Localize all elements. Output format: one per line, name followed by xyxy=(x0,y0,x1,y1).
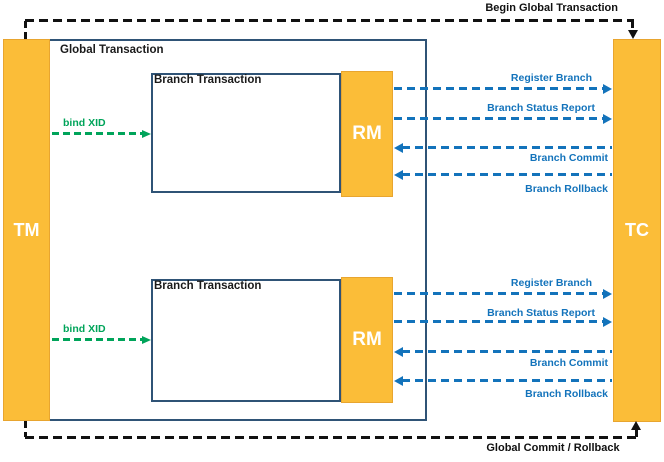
bind-xid-arrow-1 xyxy=(52,132,143,135)
commit-flow-line-up xyxy=(635,430,638,437)
arrowhead-right-icon xyxy=(142,336,151,344)
branch-commit-label-1: Branch Commit xyxy=(529,152,608,164)
arrowhead-right-icon xyxy=(142,130,151,138)
branch-transaction-label-2: Branch Transaction xyxy=(154,280,262,292)
bind-xid-arrow-2 xyxy=(52,338,143,341)
arrowhead-left-icon xyxy=(394,170,403,180)
branch-transaction-box-2 xyxy=(151,279,341,402)
begin-flow-line-down xyxy=(631,21,634,31)
begin-flow-line xyxy=(25,19,634,22)
branch-commit-label-2: Branch Commit xyxy=(529,357,608,369)
bind-xid-label-1: bind XID xyxy=(63,117,106,129)
rm-label-2: RM xyxy=(352,329,382,350)
arrowhead-right-icon xyxy=(603,317,612,327)
branch-status-report-label-1: Branch Status Report xyxy=(487,102,595,114)
branch-transaction-label-1: Branch Transaction xyxy=(154,74,262,86)
branch-rollback-arrow-1 xyxy=(402,173,612,176)
rm-block-1: RM xyxy=(341,71,393,197)
branch-transaction-box-1 xyxy=(151,73,341,193)
arrowhead-right-icon xyxy=(603,289,612,299)
tm-bar: TM xyxy=(3,39,50,421)
branch-rollback-label-2: Branch Rollback xyxy=(525,388,608,400)
register-branch-arrow-1 xyxy=(394,87,604,90)
bind-xid-label-2: bind XID xyxy=(63,323,106,335)
arrowhead-right-icon xyxy=(603,114,612,124)
branch-commit-arrow-2 xyxy=(402,350,612,353)
branch-status-report-arrow-1 xyxy=(394,117,604,120)
rm-label-1: RM xyxy=(352,123,382,144)
register-branch-label-1: Register Branch xyxy=(510,72,592,84)
commit-flow-line-down xyxy=(24,421,27,437)
branch-rollback-arrow-2 xyxy=(402,379,612,382)
global-commit-rollback-label: Global Commit / Rollback xyxy=(486,442,620,454)
branch-rollback-label-1: Branch Rollback xyxy=(525,183,608,195)
arrowhead-up-icon xyxy=(631,421,641,430)
global-transaction-label: Global Transaction xyxy=(60,44,164,56)
tc-label: TC xyxy=(625,220,649,240)
register-branch-label-2: Register Branch xyxy=(510,277,592,289)
arrowhead-left-icon xyxy=(394,347,403,357)
arrowhead-left-icon xyxy=(394,376,403,386)
commit-flow-line xyxy=(25,436,638,439)
branch-status-report-arrow-2 xyxy=(394,320,604,323)
tc-bar: TC xyxy=(613,39,661,422)
begin-flow-line-up xyxy=(24,21,27,39)
branch-commit-arrow-1 xyxy=(402,146,612,149)
arrowhead-down-icon xyxy=(628,30,638,39)
begin-global-transaction-label: Begin Global Transaction xyxy=(485,2,618,14)
rm-block-2: RM xyxy=(341,277,393,403)
arrowhead-left-icon xyxy=(394,143,403,153)
arrowhead-right-icon xyxy=(603,84,612,94)
branch-status-report-label-2: Branch Status Report xyxy=(487,307,595,319)
register-branch-arrow-2 xyxy=(394,292,604,295)
tm-label: TM xyxy=(13,219,40,240)
